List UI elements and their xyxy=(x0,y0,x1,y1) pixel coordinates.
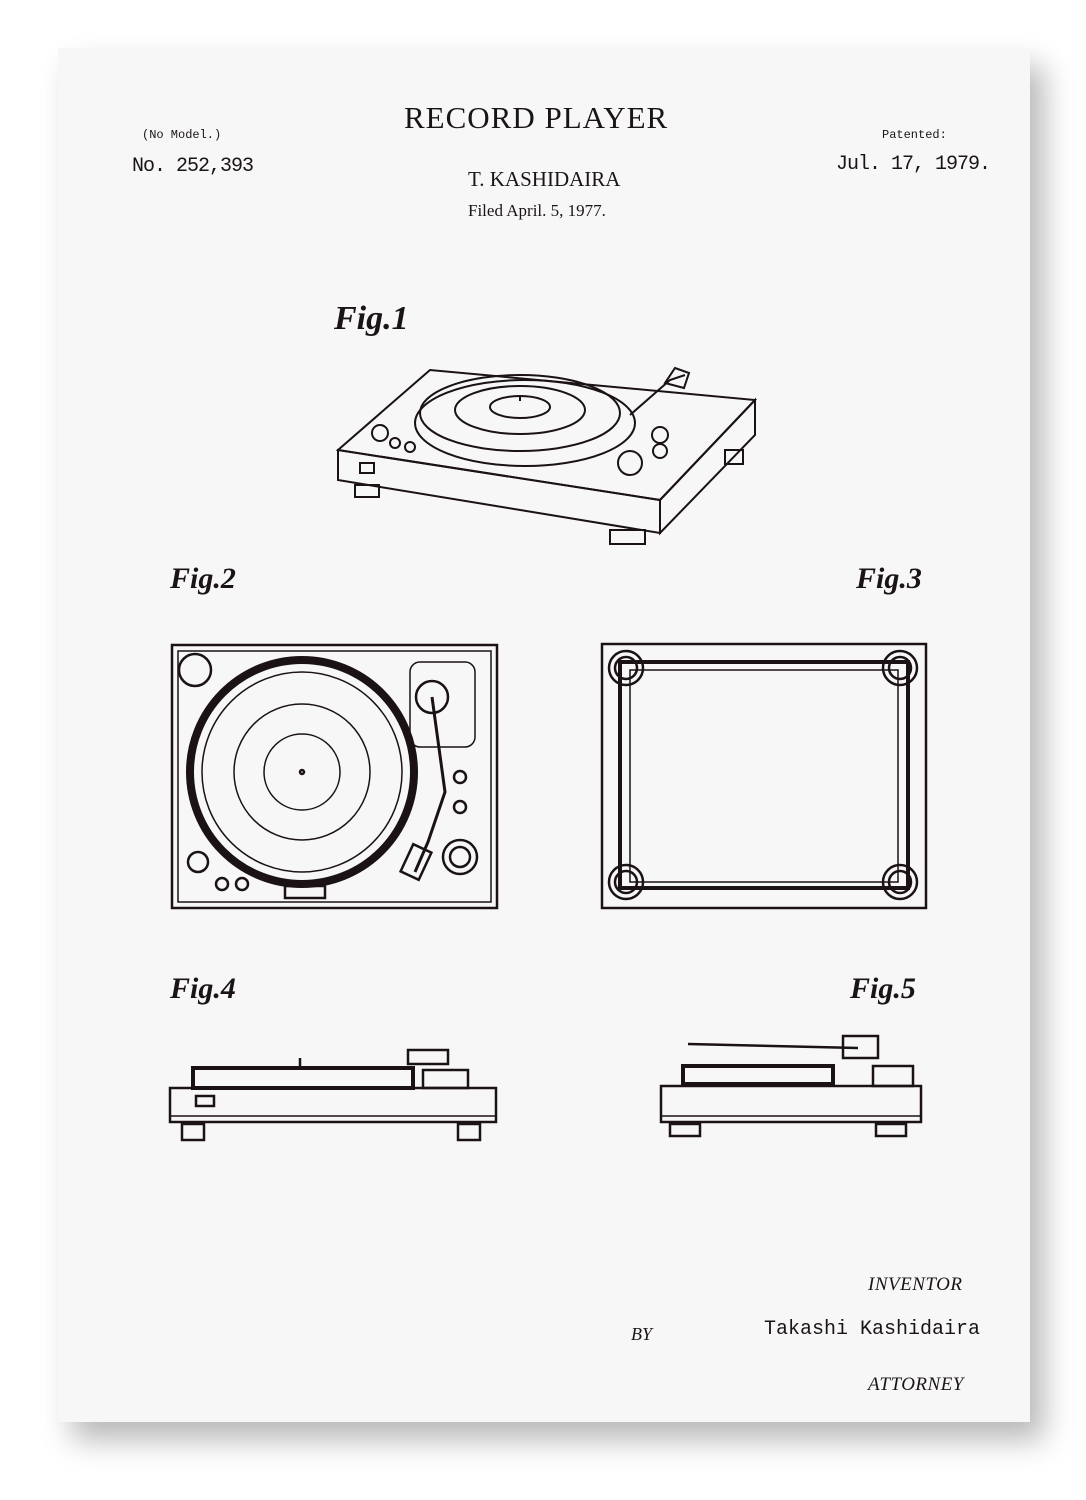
fig-1-turntable-perspective xyxy=(335,366,758,545)
fig-1-label: Fig.1 xyxy=(334,300,409,337)
inventor-label: INVENTOR xyxy=(868,1274,963,1295)
fig-3-turntable-bottom-view xyxy=(600,642,928,910)
model-note: (No Model.) xyxy=(142,128,222,142)
fig-2-turntable-top-view xyxy=(170,643,499,910)
filed-date: Filed April. 5, 1977. xyxy=(468,201,606,220)
patented-label: Patented: xyxy=(882,128,947,142)
inventor-name: T. KASHIDAIRA xyxy=(468,167,621,191)
page-title: RECORD PLAYER xyxy=(404,100,669,135)
inventor-signature: Takashi Kashidaira xyxy=(764,1318,981,1341)
fig-5-turntable-side-view xyxy=(659,1034,923,1138)
patent-number: No. 252,393 xyxy=(132,155,254,178)
fig-3-label: Fig.3 xyxy=(856,562,922,595)
patent-sheet xyxy=(58,48,1030,1422)
by-label: BY xyxy=(631,1324,653,1344)
fig-2-label: Fig.2 xyxy=(170,562,236,595)
fig-4-label: Fig.4 xyxy=(170,972,236,1005)
attorney-label: ATTORNEY xyxy=(868,1374,964,1395)
fig-5-label: Fig.5 xyxy=(850,972,916,1005)
patented-date: Jul. 17, 1979. xyxy=(836,153,991,176)
fig-4-turntable-front-view xyxy=(168,1048,498,1142)
